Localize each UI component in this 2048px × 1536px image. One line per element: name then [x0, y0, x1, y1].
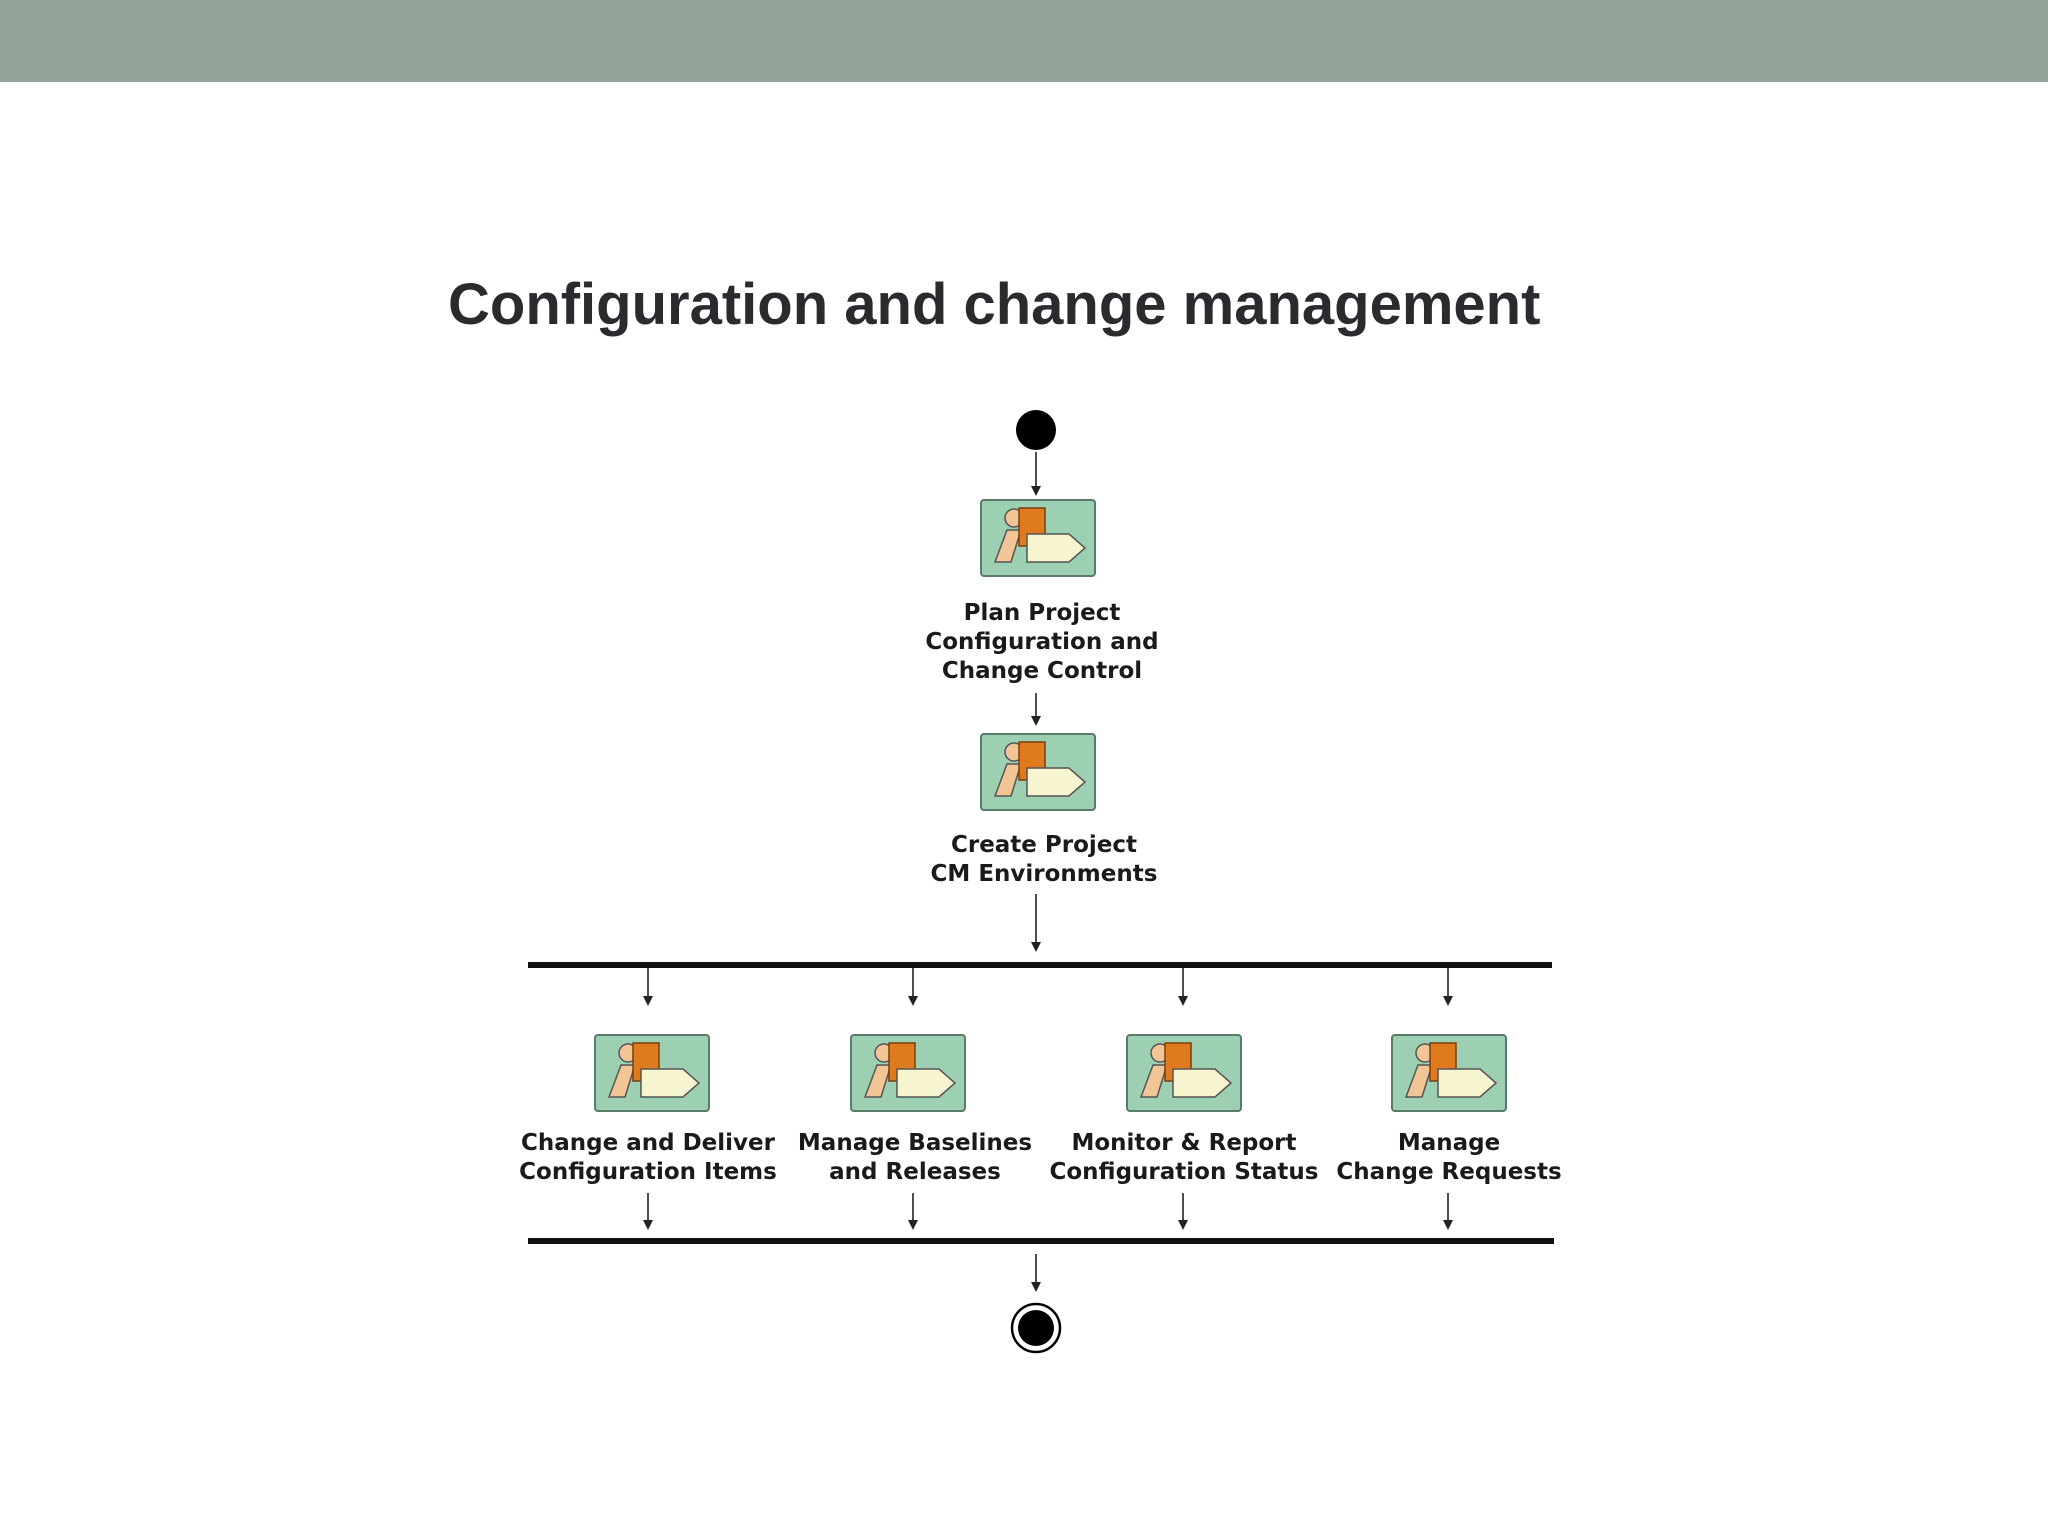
activity-label-line: Plan Project: [964, 600, 1121, 626]
activity-workflow-icon: [980, 733, 1096, 811]
initial-node: [1016, 410, 1056, 450]
slide-title: Configuration and change management: [448, 272, 1541, 337]
activity-label-line: Manage Baselines: [798, 1130, 1032, 1156]
activity-workflow-icon: [1126, 1034, 1242, 1112]
activity-change-deliver[interactable]: Change and Deliver Configuration Items: [519, 1034, 777, 1185]
activity-label-line: Configuration and: [925, 629, 1158, 655]
activity-manage-change-requests[interactable]: Manage Change Requests: [1336, 1034, 1562, 1185]
activity-label-line: Manage: [1398, 1130, 1500, 1156]
header-band: [0, 0, 2048, 82]
activity-label-line: Configuration Status: [1049, 1159, 1318, 1185]
activity-create-environments[interactable]: Create Project CM Environments: [931, 733, 1158, 887]
activity-label-line: CM Environments: [931, 861, 1158, 887]
activity-plan-project[interactable]: Plan Project Configuration and Change Co…: [925, 499, 1159, 684]
activity-label-line: and Releases: [829, 1159, 1001, 1185]
activity-label-line: Change Control: [942, 658, 1142, 684]
join-bar: [528, 1238, 1554, 1244]
activity-label-line: Monitor & Report: [1071, 1130, 1296, 1156]
activity-manage-baselines[interactable]: Manage Baselines and Releases: [798, 1034, 1032, 1185]
activity-label-line: Create Project: [951, 832, 1137, 858]
activity-label-line: Change and Deliver: [521, 1130, 776, 1156]
activity-workflow-icon: [1391, 1034, 1507, 1112]
final-node: [1010, 1302, 1062, 1354]
activity-monitor-report[interactable]: Monitor & Report Configuration Status: [1049, 1034, 1319, 1185]
activity-label-line: Configuration Items: [519, 1159, 777, 1185]
activity-workflow-icon: [980, 499, 1096, 577]
activity-workflow-icon: [594, 1034, 710, 1112]
activity-label-line: Change Requests: [1336, 1159, 1561, 1185]
activity-workflow-icon: [850, 1034, 966, 1112]
fork-bar: [528, 962, 1552, 968]
